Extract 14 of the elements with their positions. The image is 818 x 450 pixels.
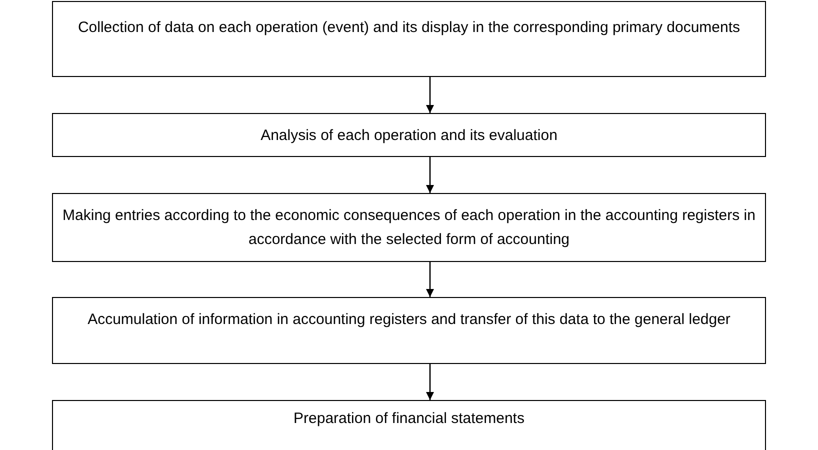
arrow (426, 77, 434, 113)
step-text: Accumulation of information in accounting registers and transfer of this data to the general ledger (88, 310, 730, 330)
arrow (426, 364, 434, 400)
process-box (52, 297, 766, 364)
step-text: Preparation of financial statements (294, 409, 524, 429)
process-box (52, 400, 766, 450)
step-text: Making entries according to the economic consequences of each operation in the accounting registers in accordance with the selected form of accounting (62, 206, 756, 250)
process-box (52, 113, 766, 157)
arrow (426, 262, 434, 297)
step-text: Collection of data on each operation (event) and its display in the corresponding primary documents (78, 18, 740, 38)
process-box (52, 193, 766, 262)
process-box (52, 1, 766, 77)
arrow (426, 157, 434, 193)
step-text: Analysis of each operation and its evaluation (260, 126, 558, 146)
